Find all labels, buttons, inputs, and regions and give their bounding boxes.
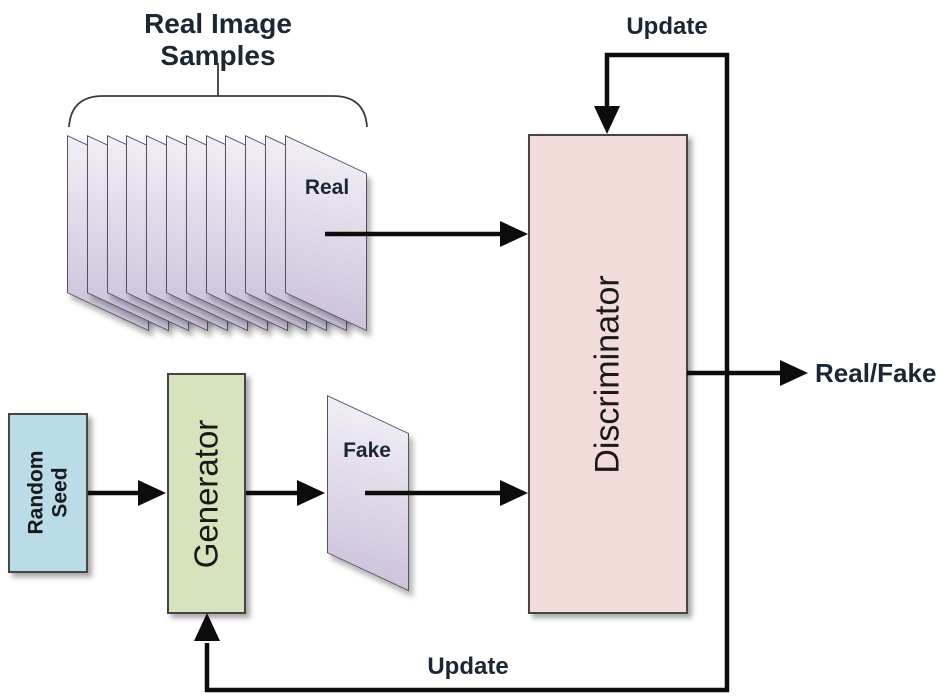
arrowhead-real-into-discriminator bbox=[500, 221, 528, 247]
random-seed-box: Random Seed bbox=[8, 413, 88, 573]
arrowhead-into-generator bbox=[138, 480, 166, 506]
arrowhead-into-output bbox=[780, 360, 808, 386]
random-seed-label: Random Seed bbox=[24, 451, 71, 535]
fake-image-card bbox=[327, 395, 409, 592]
diagram-title: Real Image Samples bbox=[144, 8, 292, 71]
output-real-fake-label: Real/Fake bbox=[815, 358, 937, 388]
update-bottom-label: Update bbox=[427, 653, 509, 680]
arrowhead-update-into-discriminator bbox=[594, 106, 620, 134]
generator-label: Generator bbox=[187, 419, 225, 568]
fake-card-label: Fake bbox=[343, 439, 391, 462]
generator-box: Generator bbox=[167, 373, 246, 614]
discriminator-box: Discriminator bbox=[528, 134, 688, 614]
arrowhead-into-fake bbox=[297, 480, 325, 506]
update-top-label: Update bbox=[626, 13, 708, 40]
real-card-label: Real bbox=[304, 176, 350, 199]
arrowhead-update-into-generator bbox=[194, 613, 220, 641]
real-image-stack bbox=[67, 135, 387, 385]
arrowhead-fake-into-discriminator bbox=[500, 480, 528, 506]
brace bbox=[68, 95, 368, 128]
discriminator-label: Discriminator bbox=[588, 274, 627, 474]
